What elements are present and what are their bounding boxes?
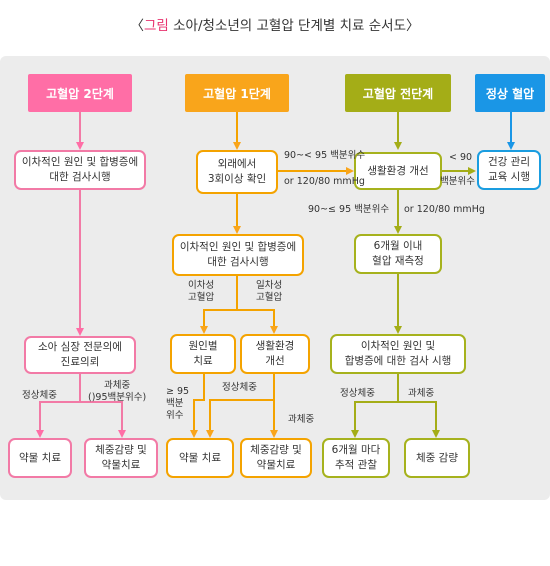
box-weight-drug-left: 체중감량 및 약물치료	[84, 438, 158, 478]
header-normal: 정상 혈압	[475, 74, 545, 112]
figure-title: 〈그림 소아/청소년의 고혈압 단계별 치료 순서도〉	[130, 18, 420, 34]
box-weight-loss: 체중 감량	[404, 438, 470, 478]
label-overweight-left: 과체중 ()95백분위수)	[88, 380, 147, 403]
label-overweight-mid: 과체중	[288, 414, 315, 425]
connector	[190, 374, 205, 438]
box-lifestyle-mid: 생활환경 개선	[240, 334, 310, 374]
header-prehypertension: 고혈압 전단계	[345, 74, 451, 112]
label-primary-htn: 일차성 고혈압	[256, 280, 283, 303]
box-stage1-secondary-test: 이차적인 원인 및 합병증에 대한 검사시행	[172, 234, 304, 276]
label-normal-weight-left: 정상체중	[22, 390, 57, 401]
label-percentile: 백분위수	[440, 176, 475, 187]
connector	[398, 401, 440, 438]
box-followup: 6개월 마다 추적 관찰	[322, 438, 390, 478]
label-or-mmhg-b: or 120/80 mmHg	[404, 204, 485, 215]
connector	[206, 374, 275, 438]
box-lifestyle-top: 생활환경 개선	[354, 152, 442, 190]
label-lt90: < 90	[449, 152, 473, 163]
box-drug-therapy-left: 약물 치료	[8, 438, 72, 478]
header-stage2: 고혈압 2단계	[28, 74, 132, 112]
label-secondary-htn: 이차성 고혈압	[188, 280, 215, 303]
label-normal-weight-right: 정상체중	[340, 388, 375, 399]
box-bp-recheck: 6개월 이내 혈압 재측정	[354, 234, 442, 274]
box-pre-secondary-test: 이차적인 원인 및 합병증에 대한 검사 시행	[330, 334, 466, 374]
box-specialist-referral: 소아 심장 전문의에 진료의뢰	[24, 336, 136, 374]
label-bp-range-a: 90~< 95 백분위수	[284, 150, 366, 161]
box-weight-drug-mid: 체중감량 및 약물치료	[240, 438, 312, 478]
connector	[80, 401, 126, 438]
box-health-education: 건강 관리 교육 시행	[477, 150, 541, 190]
box-drug-therapy-mid: 약물 치료	[166, 438, 234, 478]
label-overweight-right: 과체중	[408, 388, 435, 399]
label-or-mmhg-a: or 120/80 mmHg	[284, 176, 365, 187]
figure-label: 그림	[144, 18, 169, 34]
connector	[36, 374, 81, 438]
box-stage2-secondary-test: 이차적인 원인 및 합병증에 대한 검사시행	[14, 150, 146, 190]
label-ge95: ≥ 95 백분 위수	[166, 386, 190, 421]
label-normal-weight-mid: 정상체중	[222, 382, 257, 393]
connector	[351, 374, 399, 438]
header-stage1: 고혈압 1단계	[185, 74, 289, 112]
connector	[237, 309, 278, 334]
box-stage1-confirm: 외래에서 3회이상 확인	[196, 150, 278, 194]
connector	[200, 276, 238, 334]
label-bp-range-b: 90~≤ 95 백분위수	[308, 204, 390, 215]
box-cause-treatment: 원인별 치료	[170, 334, 236, 374]
